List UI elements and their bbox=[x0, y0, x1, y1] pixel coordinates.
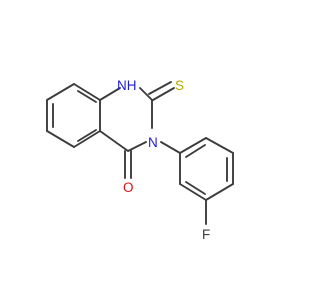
atom-label-h: H bbox=[127, 78, 137, 93]
molecule-structure: NH S N O F bbox=[46, 78, 234, 242]
benzo-ring bbox=[46, 83, 101, 148]
atom-label-n3: N bbox=[148, 135, 158, 150]
atom-label-nh: NH bbox=[117, 78, 137, 93]
atom-label-s: S bbox=[175, 78, 184, 93]
atom-label-o: O bbox=[123, 180, 134, 195]
pyrimidine-ring bbox=[99, 81, 175, 179]
atom-label-f: F bbox=[202, 227, 210, 242]
fluorophenyl-ring bbox=[179, 137, 234, 225]
atom-label-n: N bbox=[117, 78, 127, 93]
n-aryl-bond bbox=[160, 141, 181, 154]
